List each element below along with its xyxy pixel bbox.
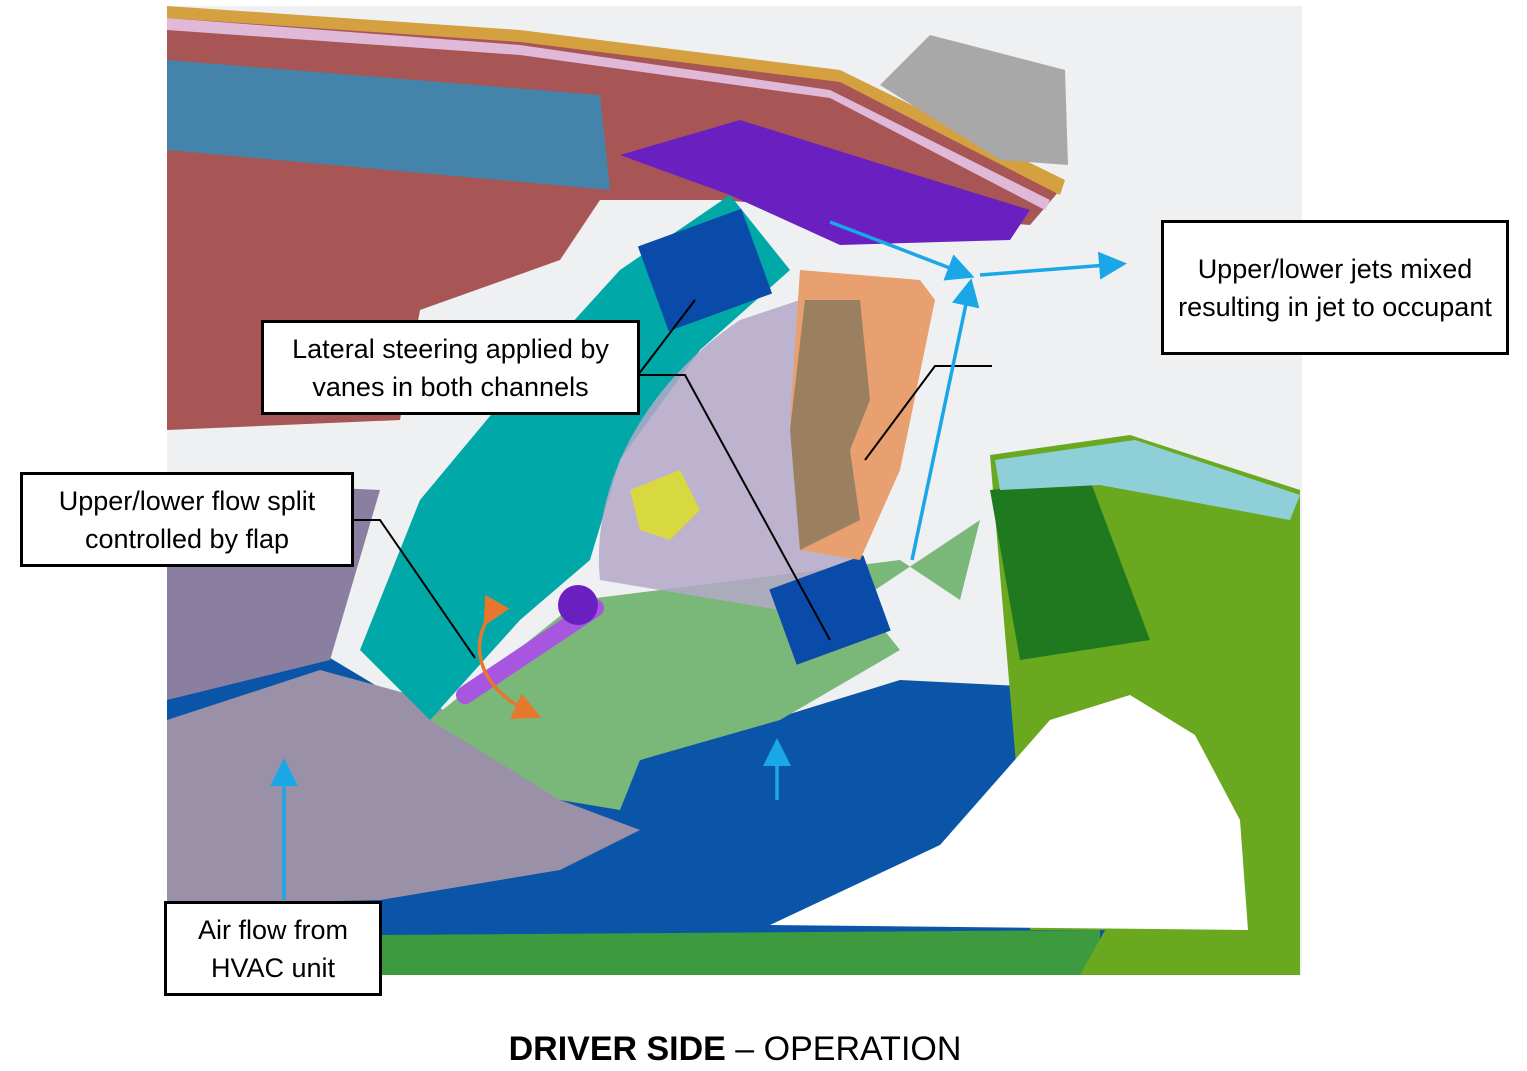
caption-bold: DRIVER SIDE (508, 1030, 726, 1068)
leader-jets-mixed (864, 365, 992, 461)
airflow-arrow-lower-jet (910, 278, 980, 561)
top-pink-trim (167, 18, 1050, 210)
white-cutout (770, 695, 1248, 930)
right-dark-green (990, 480, 1150, 660)
leader-lines (352, 299, 992, 659)
brown-lever (790, 300, 870, 550)
callout-lateral-steering: Lateral steering applied by vanes in bot… (261, 320, 640, 415)
gray-block (880, 35, 1068, 165)
yellow-clip (630, 470, 700, 540)
lower-green-frame (380, 930, 1100, 975)
callout-air-flow: Air flow from HVAC unit (164, 901, 382, 996)
figure-caption: DRIVER SIDE – OPERATION (0, 1030, 1470, 1069)
airflow-arrow-to-occupant (979, 251, 1127, 280)
callout-flow-split: Upper/lower flow split controlled by fla… (20, 472, 354, 567)
top-gold-trim (167, 6, 1065, 195)
blue-vane-block-upper (637, 208, 773, 332)
cad-parts (167, 6, 1300, 975)
callout-jets-mixed: Upper/lower jets mixed resulting in jet … (1161, 220, 1509, 355)
caption-rest: – OPERATION (725, 1030, 962, 1068)
right-light-top (995, 440, 1300, 520)
airflow-arrow-upper-channel (829, 220, 975, 281)
teal-duct (360, 195, 790, 720)
leader-lateral-steering-lower (638, 374, 831, 641)
teal-upper-channel (167, 60, 610, 190)
airflow-arrows (270, 220, 1127, 900)
leader-lateral-steering-upper (637, 299, 696, 376)
flap-pivot (558, 585, 598, 625)
leader-flow-split (352, 519, 476, 659)
flap-motion-arrow (477, 594, 542, 720)
purple-upper-part (620, 120, 1030, 245)
